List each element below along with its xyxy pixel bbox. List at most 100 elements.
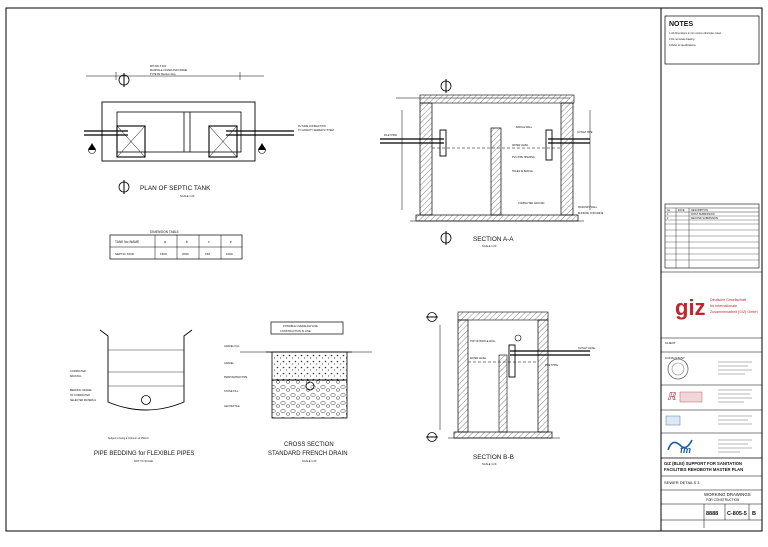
plan-of-septic-tank: PLAN OF SEPTIC TANK SCALE 1:20 MH 600 X … [84,65,334,198]
section-aa-label-outlet: OUTLET PIPE [577,131,593,134]
wall-right [560,102,574,216]
client-label: CLIENT [665,341,676,345]
section-bb-label-inlet: INLET PIPE [545,364,558,367]
wall-left [457,319,469,433]
french-drain-label-5: GEOTEXTILE [224,405,240,408]
status-text: WORKING DRAWINGS [704,492,751,497]
pipe-bedding-title: PIPE BEDDING for FLEXIBLE PIPES [94,451,194,457]
french-drain-label-2: GRAVEL [224,362,235,365]
consultant-logo-3-icon [665,415,681,426]
pipe-bedding-label-3: BEDDING GRAVEL [70,389,93,392]
trench-outline [99,329,193,411]
plan-callout-3: TYPE B2 Medium Duty [150,73,176,76]
section-aa-label-baffle: BAFFLE WALL [516,126,533,129]
baffle-wall [498,354,508,433]
section-bb-label-water: WATER LEVEL [470,357,487,360]
rev-row-2-no: 2 [667,217,669,220]
plan-future-2: TO GRAVITY SEWER SYSTEM [298,129,334,132]
giz-logo: giz [675,295,706,320]
rev-header-no: No [667,209,671,212]
dim-header-a: a [164,240,166,244]
plan-future-1: FUTURE CONNECTION [298,125,326,128]
notes-panel: NOTES 1.All dimensions in mm unless othe… [664,15,760,65]
section-aa-label-holes: HOLES IN BAFFLE [512,170,533,173]
pipe-bedding-label-2: BACKFILL [70,375,82,378]
manhole-right [208,125,238,158]
title-block-line-1: GIZ (BLEI) SUPPORT FOR SANITATION [664,461,742,466]
giz-line-2: für Internationale [710,304,737,308]
notes-line-1: 1.All dimensions in mm unless otherwise … [669,32,722,35]
dim-row-e: 1000 [226,252,233,256]
rev-header-date: DATE [678,209,685,212]
wall-right [537,319,549,433]
dim-row-name: SEPTIC TANK [115,252,134,256]
dim-header-name: TANK No./NAME [115,240,139,244]
title-block-line-2: FACILITIES REHOBOTH MASTER PLAN [664,467,743,472]
french-drain-label-3: PERFORATED PIPE [224,376,248,379]
baffle-wall [490,127,502,216]
section-bb-label-top: TOP OF BAFFLE WALL [470,340,496,343]
cover-slab [419,94,575,104]
plan-title: PLAN OF SEPTIC TANK [140,185,211,192]
french-drain-label-4: STONE FILL [224,390,239,393]
status-sub-text: FOR CONSTRUCTION [706,498,740,502]
revision-table: No DATE DESCRIPTION 1 FIRST SUBMISSION 2… [664,203,760,269]
section-aa-label-blinding: BLINDING CONCRETE [578,212,604,215]
rev-row-2-desc: SECOND SUBMISSION [691,217,718,220]
svg-text:fm: fm [680,445,691,455]
base-slab [415,214,579,222]
drawing-number: C-805-5 [727,511,747,517]
project-number: 8888 [706,511,718,517]
wall-left [419,102,433,216]
section-aa-label-pvc: PVC PIPE OPENING [512,156,535,159]
rev-row-1-no: 1 [667,213,669,216]
consultant-logo-1-icon [667,358,689,380]
sheet-border [5,7,763,532]
section-aa-scale: SCALE 1:20 [482,244,497,248]
consultant-logo-4-icon [667,439,693,451]
rev-row-1-desc: FIRST SUBMISSION [691,213,715,216]
french-drain-top-2: CONSTRUCTION IN LINE [280,329,311,333]
pipe-bedding-label-1: COMPACTED [70,370,86,373]
plan-scale: SCALE 1:20 [180,194,195,198]
pipe-bedding-note: Subject to being a minimum of 150mm [108,437,149,440]
french-drain-title-1: CROSS SECTION [284,442,334,448]
dim-header-b: b [186,240,188,244]
section-bb: SECTION B-B SCALE 1:20 TOP OF BAFFLE WAL… [426,311,596,466]
gravel-layer [271,351,348,381]
title-block: GIZ (BLEI) SUPPORT FOR SANITATION FACILI… [661,457,762,528]
section-aa-label-water: WATER LEVEL [512,144,529,147]
consultant-label: CONSULTANT [665,356,685,360]
pipe-bedding-scale: NOT TO SCALE [134,459,153,463]
dim-row-b: 2000 [182,252,189,256]
giz-line-1: Deutsche Gesellschaft [710,298,746,302]
drawing-title: SEWER DETAILS 3 [664,480,700,485]
giz-client-panel: giz Deutsche Gesellschaft für Internatio… [661,271,762,345]
rev-header-desc: DESCRIPTION [691,209,708,212]
plan-callout-1: MH 600 X 600 [150,65,167,68]
notes-line-2: 2.Do not scale drawing [669,38,695,41]
section-bb-title: SECTION B-B [473,454,514,461]
section-bb-scale: SCALE 1:20 [482,462,497,466]
dimension-table: DIMENSION TABLE TANK No./NAME a b c e SE… [109,230,243,260]
pipe-section-icon [141,395,151,405]
stone-layer [271,379,348,419]
dim-row-c: 150 [205,252,210,256]
section-aa-label-masonry: MASONRY WALL [578,206,598,209]
dimension-table-title: DIMENSION TABLE [150,230,179,234]
consultant-panel: ℝ fm CONSULTANT [661,351,762,455]
section-aa-label-compacted: COMPACTED GROUND [518,202,545,205]
tank-inner-wall [116,111,242,153]
section-aa-label-inlet: INLET PIPE [384,134,397,137]
section-aa-title: SECTION A-A [473,236,514,243]
french-drain-top-box [270,321,344,335]
consultant-logo-2-icon: ℝ [667,391,677,403]
manhole-left [116,125,146,158]
plan-callout-2: MANHOLE COVER AND FRAME [150,69,188,72]
pipe-bedding-label-5: SELECTED MATERIAL [70,399,97,402]
french-drain-top-1: POSSIBLE OVERFLOW LINE [283,324,318,328]
perforated-pipe-icon [305,381,315,391]
cover-slab [457,311,549,321]
